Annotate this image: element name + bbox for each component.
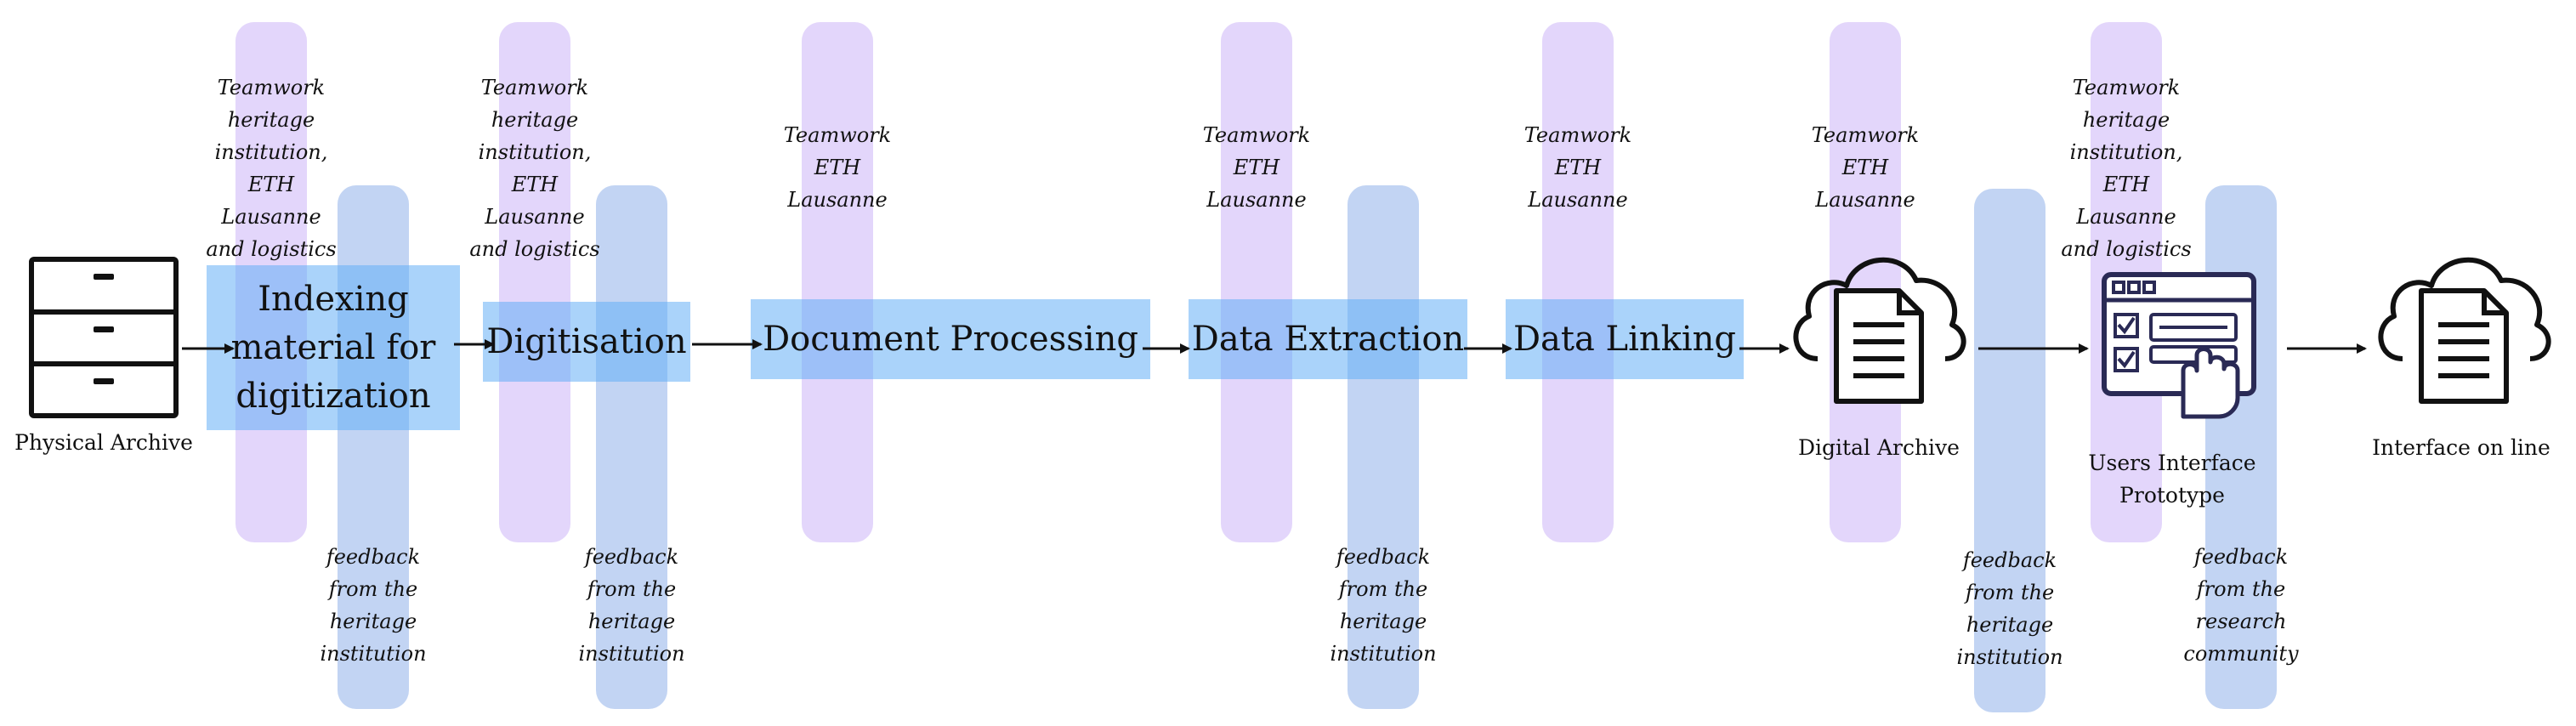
step-indexing: Indexing material for digitization (207, 265, 460, 430)
feedback-label: feedback from the heritage institution (320, 545, 427, 666)
step-digitisation: Digitisation (483, 302, 690, 382)
node-interface-online: Interface on line (2372, 435, 2550, 460)
node-physical-archive: Physical Archive (14, 430, 193, 455)
cloud-document-icon (2378, 258, 2551, 404)
step-document-processing: Document Processing (751, 299, 1150, 379)
feedback-label: feedback from the heritage institution (578, 545, 685, 666)
feedback-band (1974, 189, 2045, 712)
feedback-label: feedback from the heritage institution (1330, 545, 1437, 666)
teamwork-label: Teamwork heritage institution, ETH Lausa… (2061, 76, 2192, 261)
filing-cabinet-icon (29, 257, 179, 418)
teamwork-label: Teamwork heritage institution, ETH Lausa… (469, 76, 600, 261)
step-data-linking: Data Linking (1506, 299, 1744, 379)
node-users-interface: Users Interface Prototype (2088, 451, 2256, 508)
teamwork-label: Teamwork ETH Lausanne (1811, 123, 1920, 212)
cloud-document-icon (1793, 258, 1966, 404)
feedback-band (1348, 185, 1419, 709)
teamwork-band (499, 22, 570, 542)
feedback-label: feedback from the heritage institution (1956, 548, 2063, 669)
node-digital-archive: Digital Archive (1798, 435, 1960, 460)
teamwork-label: Teamwork heritage institution, ETH Lausa… (206, 76, 337, 261)
teamwork-band (802, 22, 873, 542)
feedback-band (596, 185, 667, 709)
teamwork-label: Teamwork ETH Lausanne (1202, 123, 1311, 212)
teamwork-label: Teamwork ETH Lausanne (783, 123, 892, 212)
teamwork-band (1542, 22, 1614, 542)
step-data-extraction: Data Extraction (1189, 299, 1467, 379)
feedback-label: feedback from the research community (2183, 545, 2299, 666)
teamwork-label: Teamwork ETH Lausanne (1523, 123, 1632, 212)
user-interface-touch-icon (2102, 272, 2256, 419)
teamwork-band (1221, 22, 1292, 542)
